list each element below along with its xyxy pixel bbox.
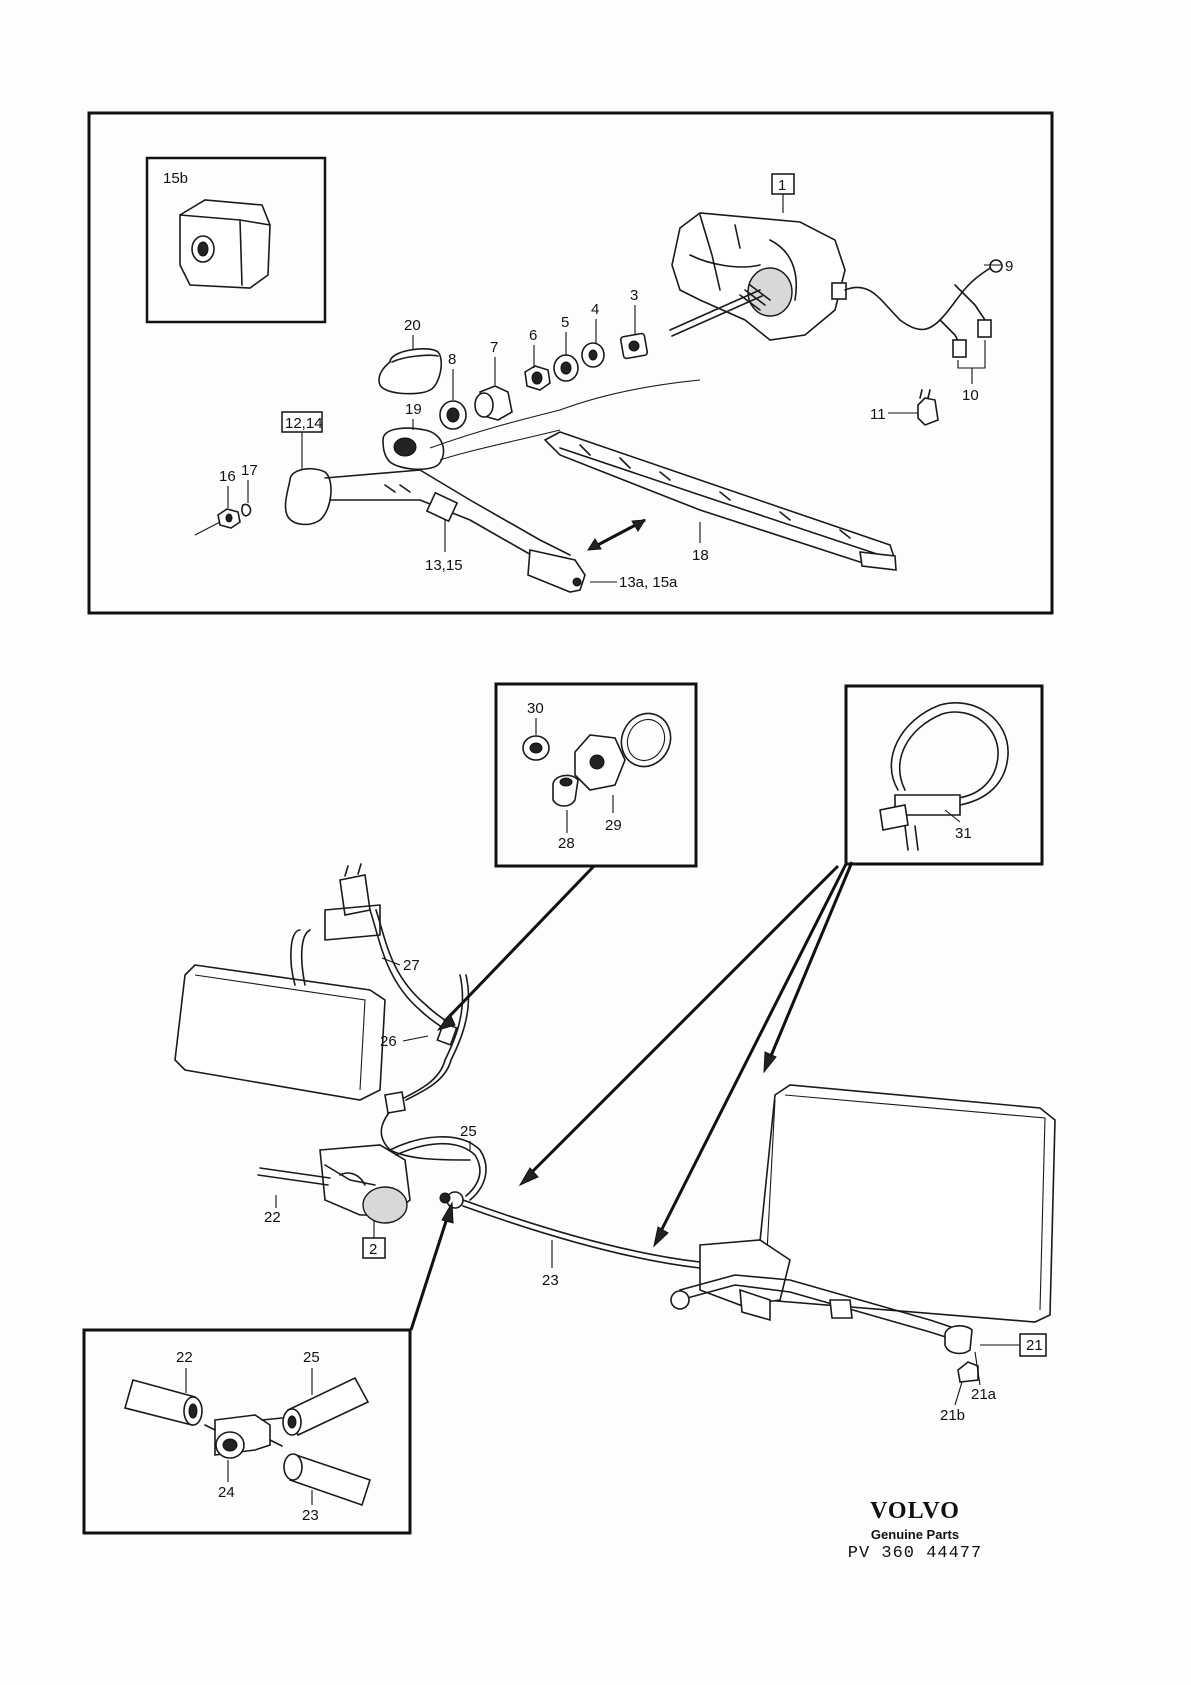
callout-17: 17 — [241, 462, 258, 479]
callout-8: 8 — [448, 351, 456, 368]
callout-6: 6 — [529, 327, 537, 344]
callout-31: 31 — [955, 825, 972, 842]
top-diagram-frame — [87, 111, 1054, 615]
wiper-motor — [671, 212, 847, 341]
hose-25 — [389, 1136, 487, 1201]
bottom-callouts: 27 26 25 22 2 23 21 21a 21b — [264, 957, 1047, 1424]
callout-29: 29 — [605, 817, 622, 834]
top-callouts: 1 9 10 11 3 4 5 6 7 8 20 19 12,14 16 17 … — [219, 173, 1013, 591]
callout-22: 22 — [264, 1209, 281, 1226]
hose-23 — [462, 1199, 701, 1269]
callout-26: 26 — [380, 1033, 397, 1050]
inset-15b: 15b — [145, 156, 327, 324]
part-18-wiper-blade — [543, 431, 897, 571]
inset-callout-23: 23 — [302, 1507, 319, 1524]
callout-2: 2 — [369, 1241, 377, 1258]
callout-3: 3 — [630, 287, 638, 304]
part-8-grommet — [439, 400, 467, 430]
part-5-washer — [553, 354, 579, 382]
callout-19: 19 — [405, 401, 422, 418]
wiper-arm — [284, 468, 586, 593]
callout-4: 4 — [591, 301, 599, 318]
callout-10: 10 — [962, 387, 979, 404]
callout-16: 16 — [219, 468, 236, 485]
part-17-washer — [241, 503, 252, 517]
part-3-bracket — [619, 332, 649, 360]
callout-25: 25 — [460, 1123, 477, 1140]
callout-21b: 21b — [940, 1407, 965, 1424]
inset-callout-22: 22 — [176, 1349, 193, 1366]
callout-15b: 15b — [163, 170, 188, 187]
part-4-washer — [581, 342, 605, 368]
terminal-11 — [917, 389, 939, 426]
callout-20: 20 — [404, 317, 421, 334]
callout-11: 11 — [870, 406, 886, 423]
left-headlamp — [174, 964, 386, 1101]
genuine-parts-label: Genuine Parts — [870, 1527, 960, 1542]
body-panel-outline — [429, 379, 701, 449]
washer-pump — [290, 863, 381, 986]
callout-1: 1 — [778, 177, 786, 194]
callout-18: 18 — [692, 547, 709, 564]
volvo-logo: VOLVO — [870, 1498, 960, 1524]
inset-28-30: 30 28 29 — [494, 682, 698, 868]
inset-callout-24: 24 — [218, 1484, 235, 1501]
callout-13a-15a: 13a, 15a — [619, 574, 678, 591]
inset-pointer-arrows — [409, 861, 854, 1331]
inset-t-joint: 22 25 24 23 — [82, 1328, 412, 1535]
callout-28: 28 — [558, 835, 575, 852]
part-19-seal — [382, 427, 445, 471]
callout-13-15: 13,15 — [425, 557, 463, 574]
callout-9: 9 — [1005, 258, 1013, 275]
inset-callout-25: 25 — [303, 1349, 320, 1366]
right-headlamp — [754, 1084, 1056, 1323]
part-code: PV 360 44477 — [847, 1544, 983, 1563]
callout-23: 23 — [542, 1272, 559, 1289]
brand-block: VOLVO Genuine Parts PV 360 44477 — [840, 1498, 990, 1563]
callout-27: 27 — [403, 957, 420, 974]
callout-12-14: 12,14 — [285, 415, 323, 432]
callout-5: 5 — [561, 314, 569, 331]
body-panel-outline-2 — [439, 429, 561, 461]
part-16-nut — [194, 508, 241, 536]
part-6-nut — [524, 365, 551, 391]
callout-30: 30 — [527, 700, 544, 717]
part-20-cap — [378, 348, 442, 395]
inset-31: 31 — [844, 684, 1044, 866]
callout-21: 21 — [1026, 1337, 1043, 1354]
left-headlamp-wiper-motor — [257, 1144, 411, 1224]
callout-7: 7 — [490, 339, 498, 356]
motor-wire-harness — [844, 259, 1003, 358]
blade-arrow — [587, 518, 646, 551]
right-headlamp-wiper — [670, 1239, 961, 1341]
callout-21a: 21a — [971, 1386, 997, 1403]
wiper-motor-shaft — [669, 284, 771, 337]
part-7-spacer — [474, 385, 513, 421]
part-21a-21b — [944, 1325, 979, 1383]
